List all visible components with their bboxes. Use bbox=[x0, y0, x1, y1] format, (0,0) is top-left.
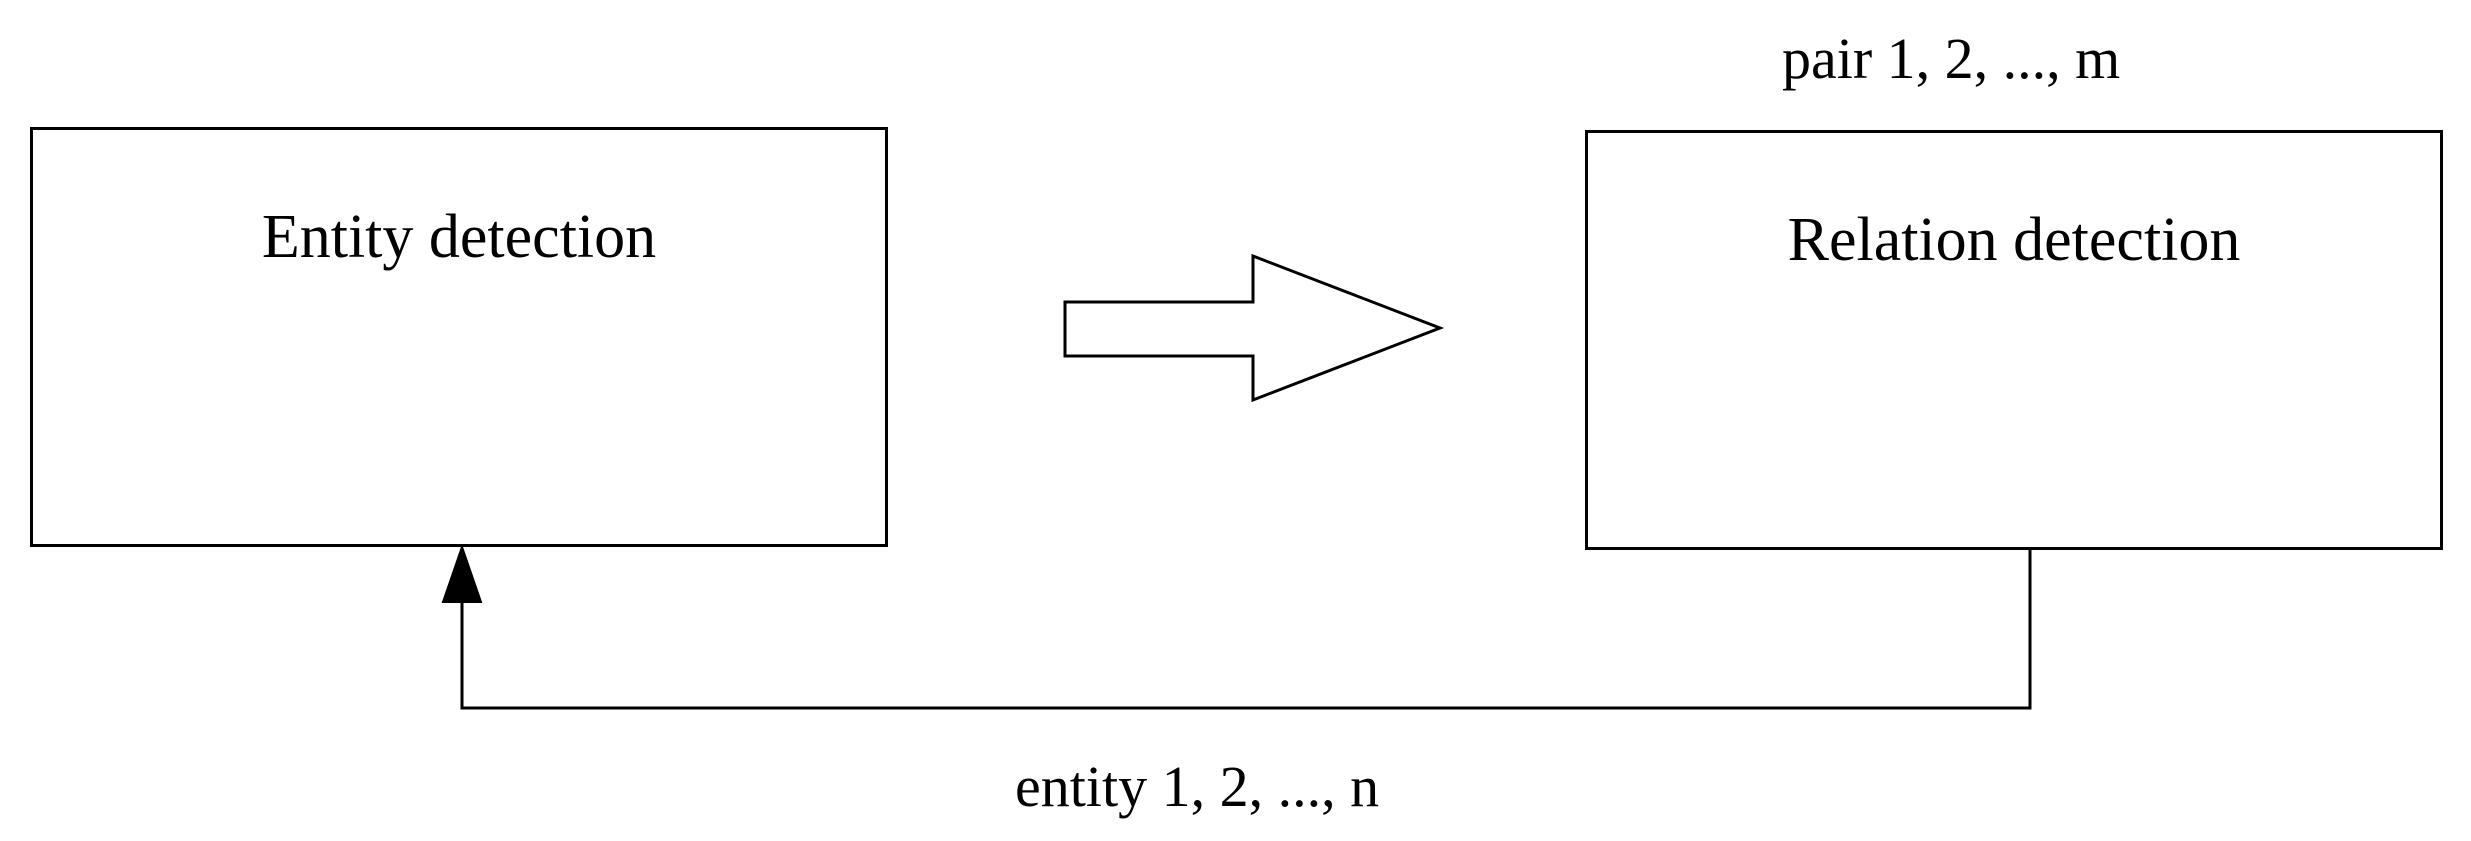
relation-detection-box: Relation detection bbox=[1585, 130, 2443, 550]
forward-block-arrow bbox=[1063, 253, 1445, 403]
entity-list-label: entity 1, 2, ..., n bbox=[1015, 754, 1380, 819]
feedback-arrowhead bbox=[441, 543, 483, 603]
entity-detection-box: Entity detection bbox=[30, 127, 888, 547]
relation-detection-label: Relation detection bbox=[1787, 206, 2241, 274]
entity-detection-label: Entity detection bbox=[261, 203, 657, 271]
pair-list-label: pair 1, 2, ..., m bbox=[1782, 26, 2121, 91]
feedback-connector-line bbox=[460, 550, 2032, 710]
